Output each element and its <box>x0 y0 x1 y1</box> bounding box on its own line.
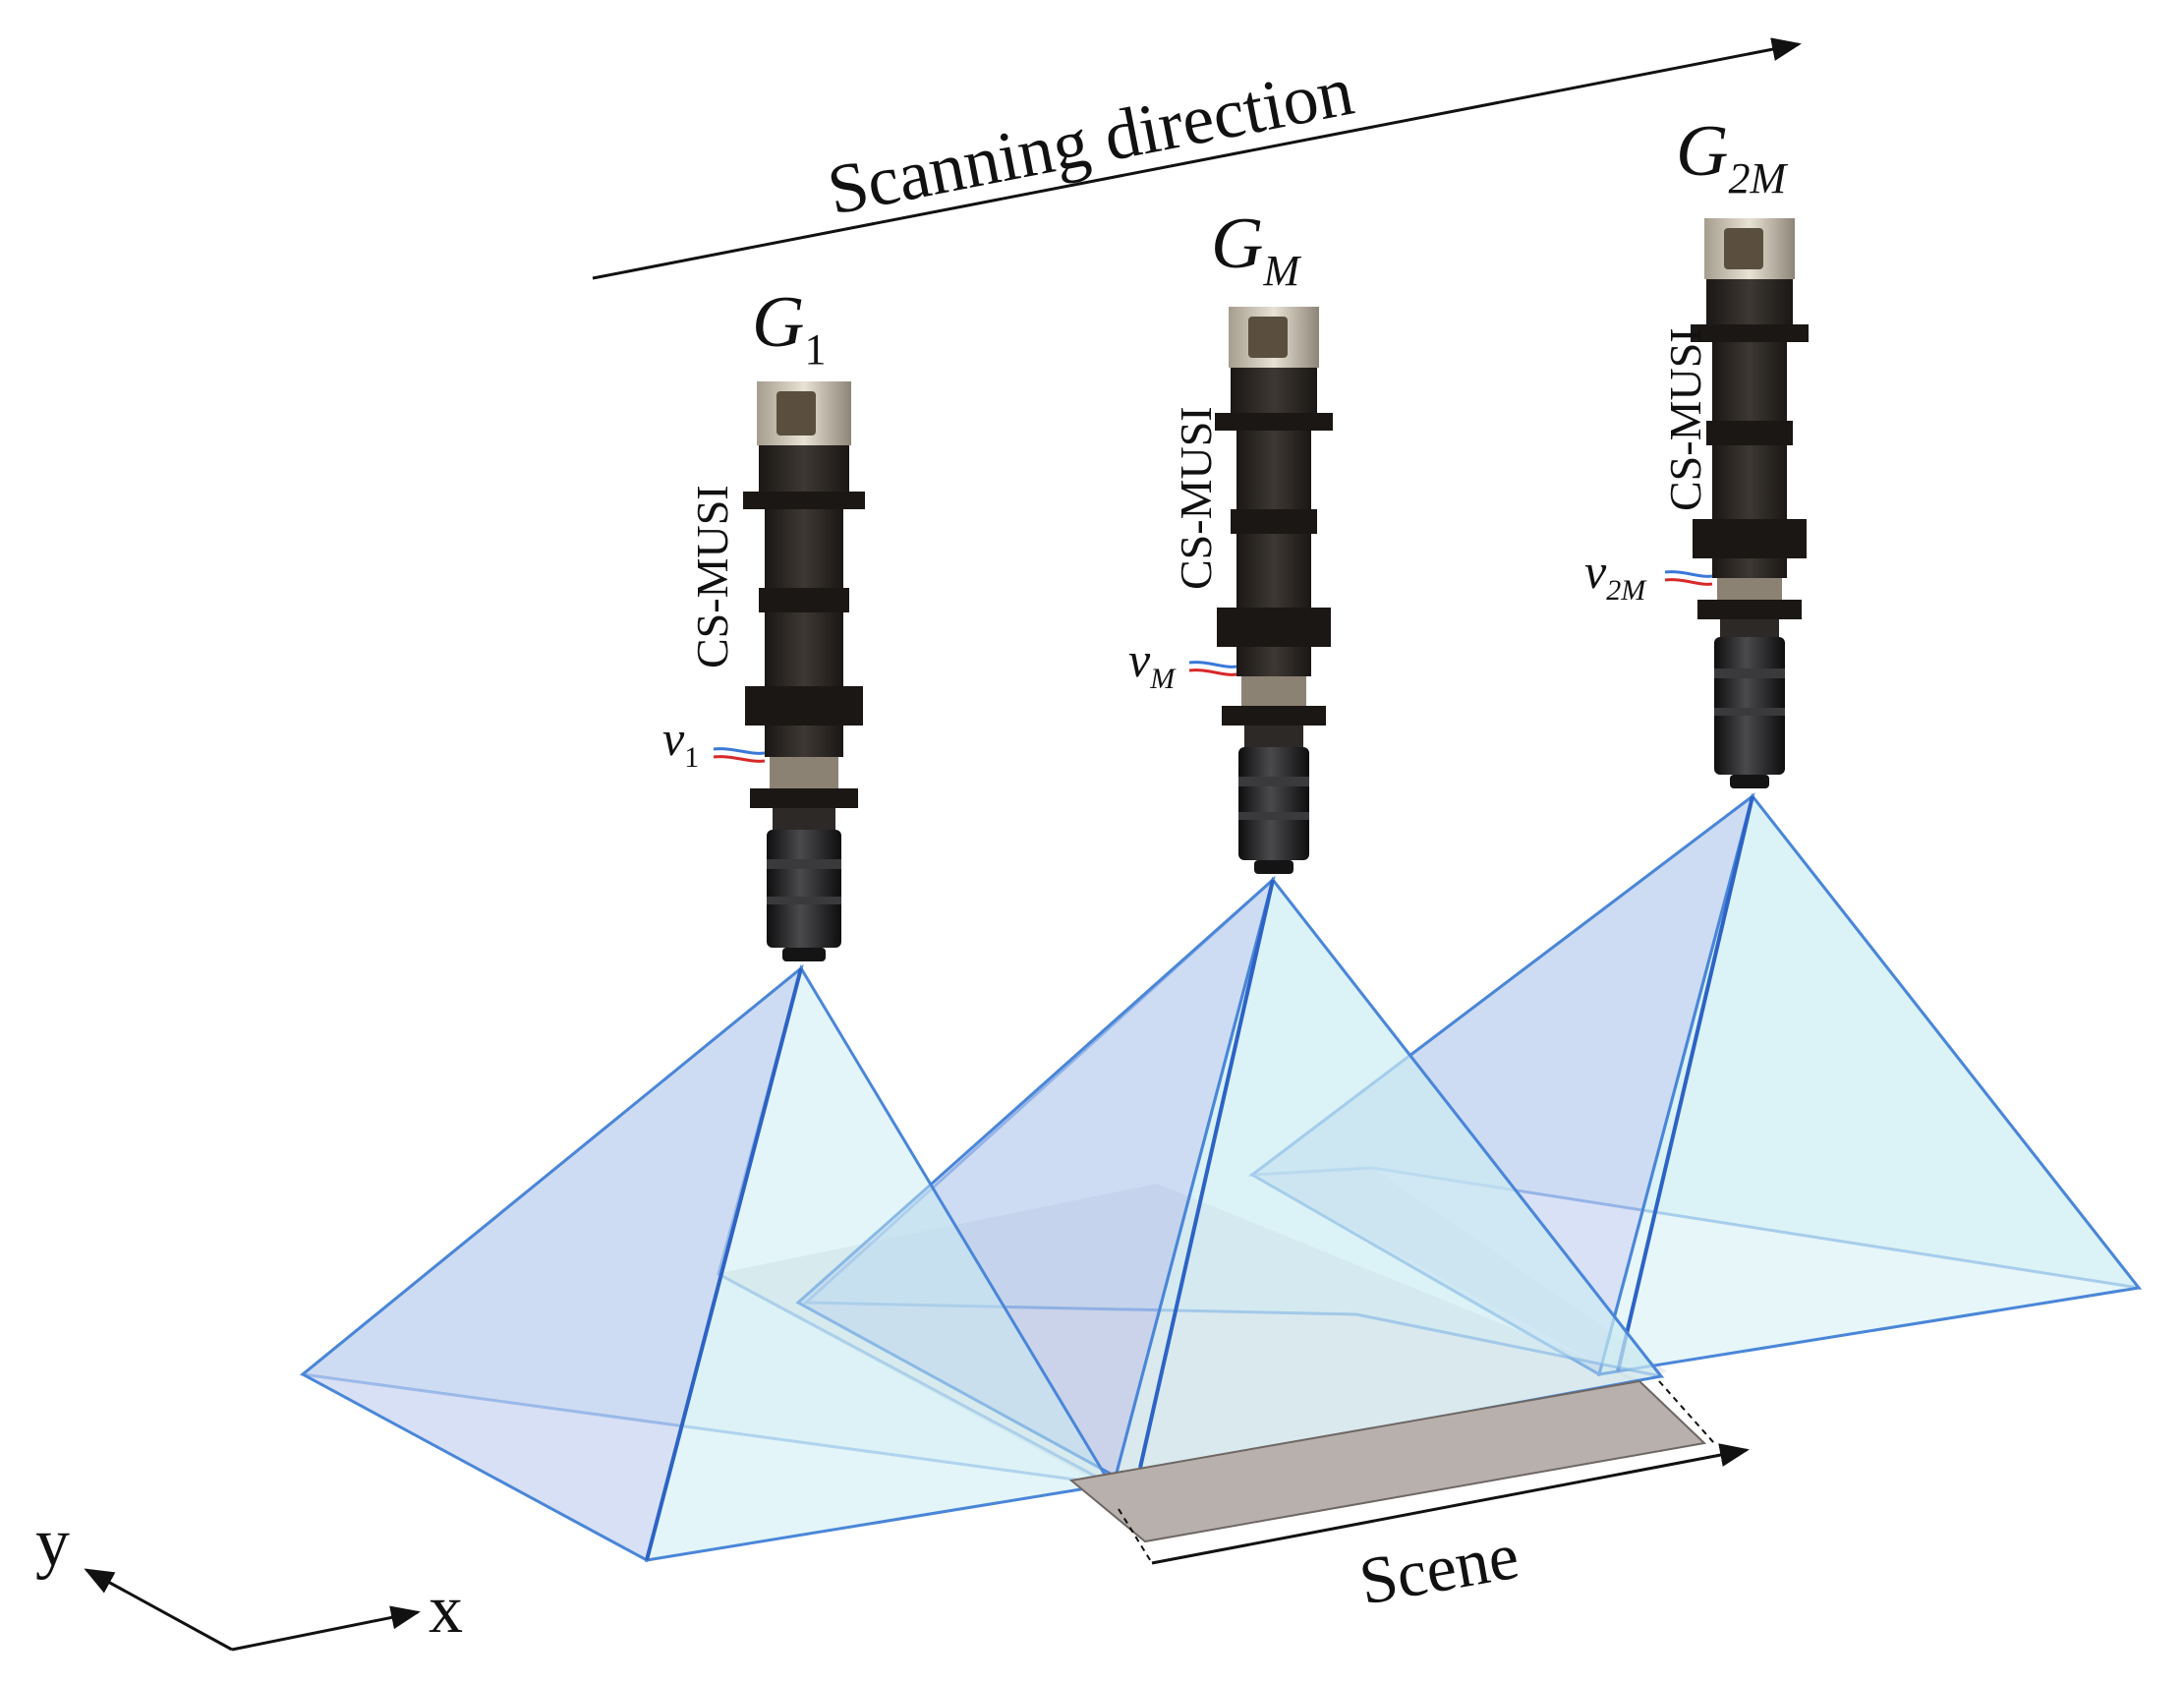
camera-g1 <box>713 381 865 961</box>
scene-label: Scene <box>1353 1518 1523 1619</box>
camera-g1-label: G1 <box>752 282 826 374</box>
camera-gm-voltage-label: vM <box>1128 632 1177 695</box>
scene-strip <box>1068 1379 1707 1543</box>
scene-arrow <box>1118 1380 1750 1565</box>
axis-x-label: x <box>429 1572 463 1648</box>
camera-g1-device-label: CS-MUSI <box>687 485 737 668</box>
camera-g2m-voltage-label: v2M <box>1584 544 1647 607</box>
camera-g2m <box>1664 218 1809 788</box>
frustum-g1 <box>299 963 1114 1563</box>
axis-y-label: y <box>35 1505 70 1581</box>
coordinate-axes <box>84 1568 421 1652</box>
camera-gm-label: GM <box>1211 203 1301 295</box>
camera-gm <box>1188 307 1333 874</box>
camera-gm-device-label: CS-MUSI <box>1171 406 1221 590</box>
scanning-direction-arrow <box>592 37 1802 280</box>
frustum-g2m <box>1247 792 2143 1377</box>
camera-g2m-label: G2M <box>1676 111 1788 203</box>
camera-g1-voltage-label: v1 <box>662 711 699 774</box>
scanning-direction-label: Scanning direction <box>822 51 1359 230</box>
camera-g2m-device-label: CS-MUSI <box>1660 327 1710 511</box>
